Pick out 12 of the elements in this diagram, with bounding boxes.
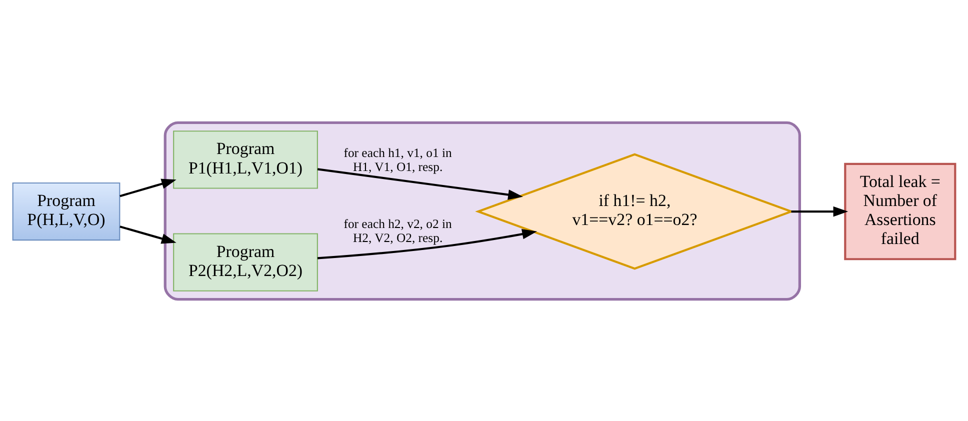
node-box: Total leak = Number of Assertions failed <box>844 162 956 260</box>
arrow <box>120 225 176 244</box>
cluster <box>164 120 802 300</box>
arrow <box>317 228 538 259</box>
node-box: Program P(H,L,V,O) <box>12 182 120 240</box>
arrow <box>120 178 176 197</box>
edge-label: for each h2, v2, o2 in H2, V2, O2, resp. <box>344 216 452 244</box>
arrow <box>791 206 848 216</box>
node-box: Program P1(H1,L,V1,O1) <box>173 130 318 188</box>
edge-label: for each h1, v1, o1 in H1, V1, O1, resp. <box>344 146 452 174</box>
node-box: Program P2(H2,L,V2,O2) <box>173 232 318 291</box>
arrow <box>317 168 523 200</box>
